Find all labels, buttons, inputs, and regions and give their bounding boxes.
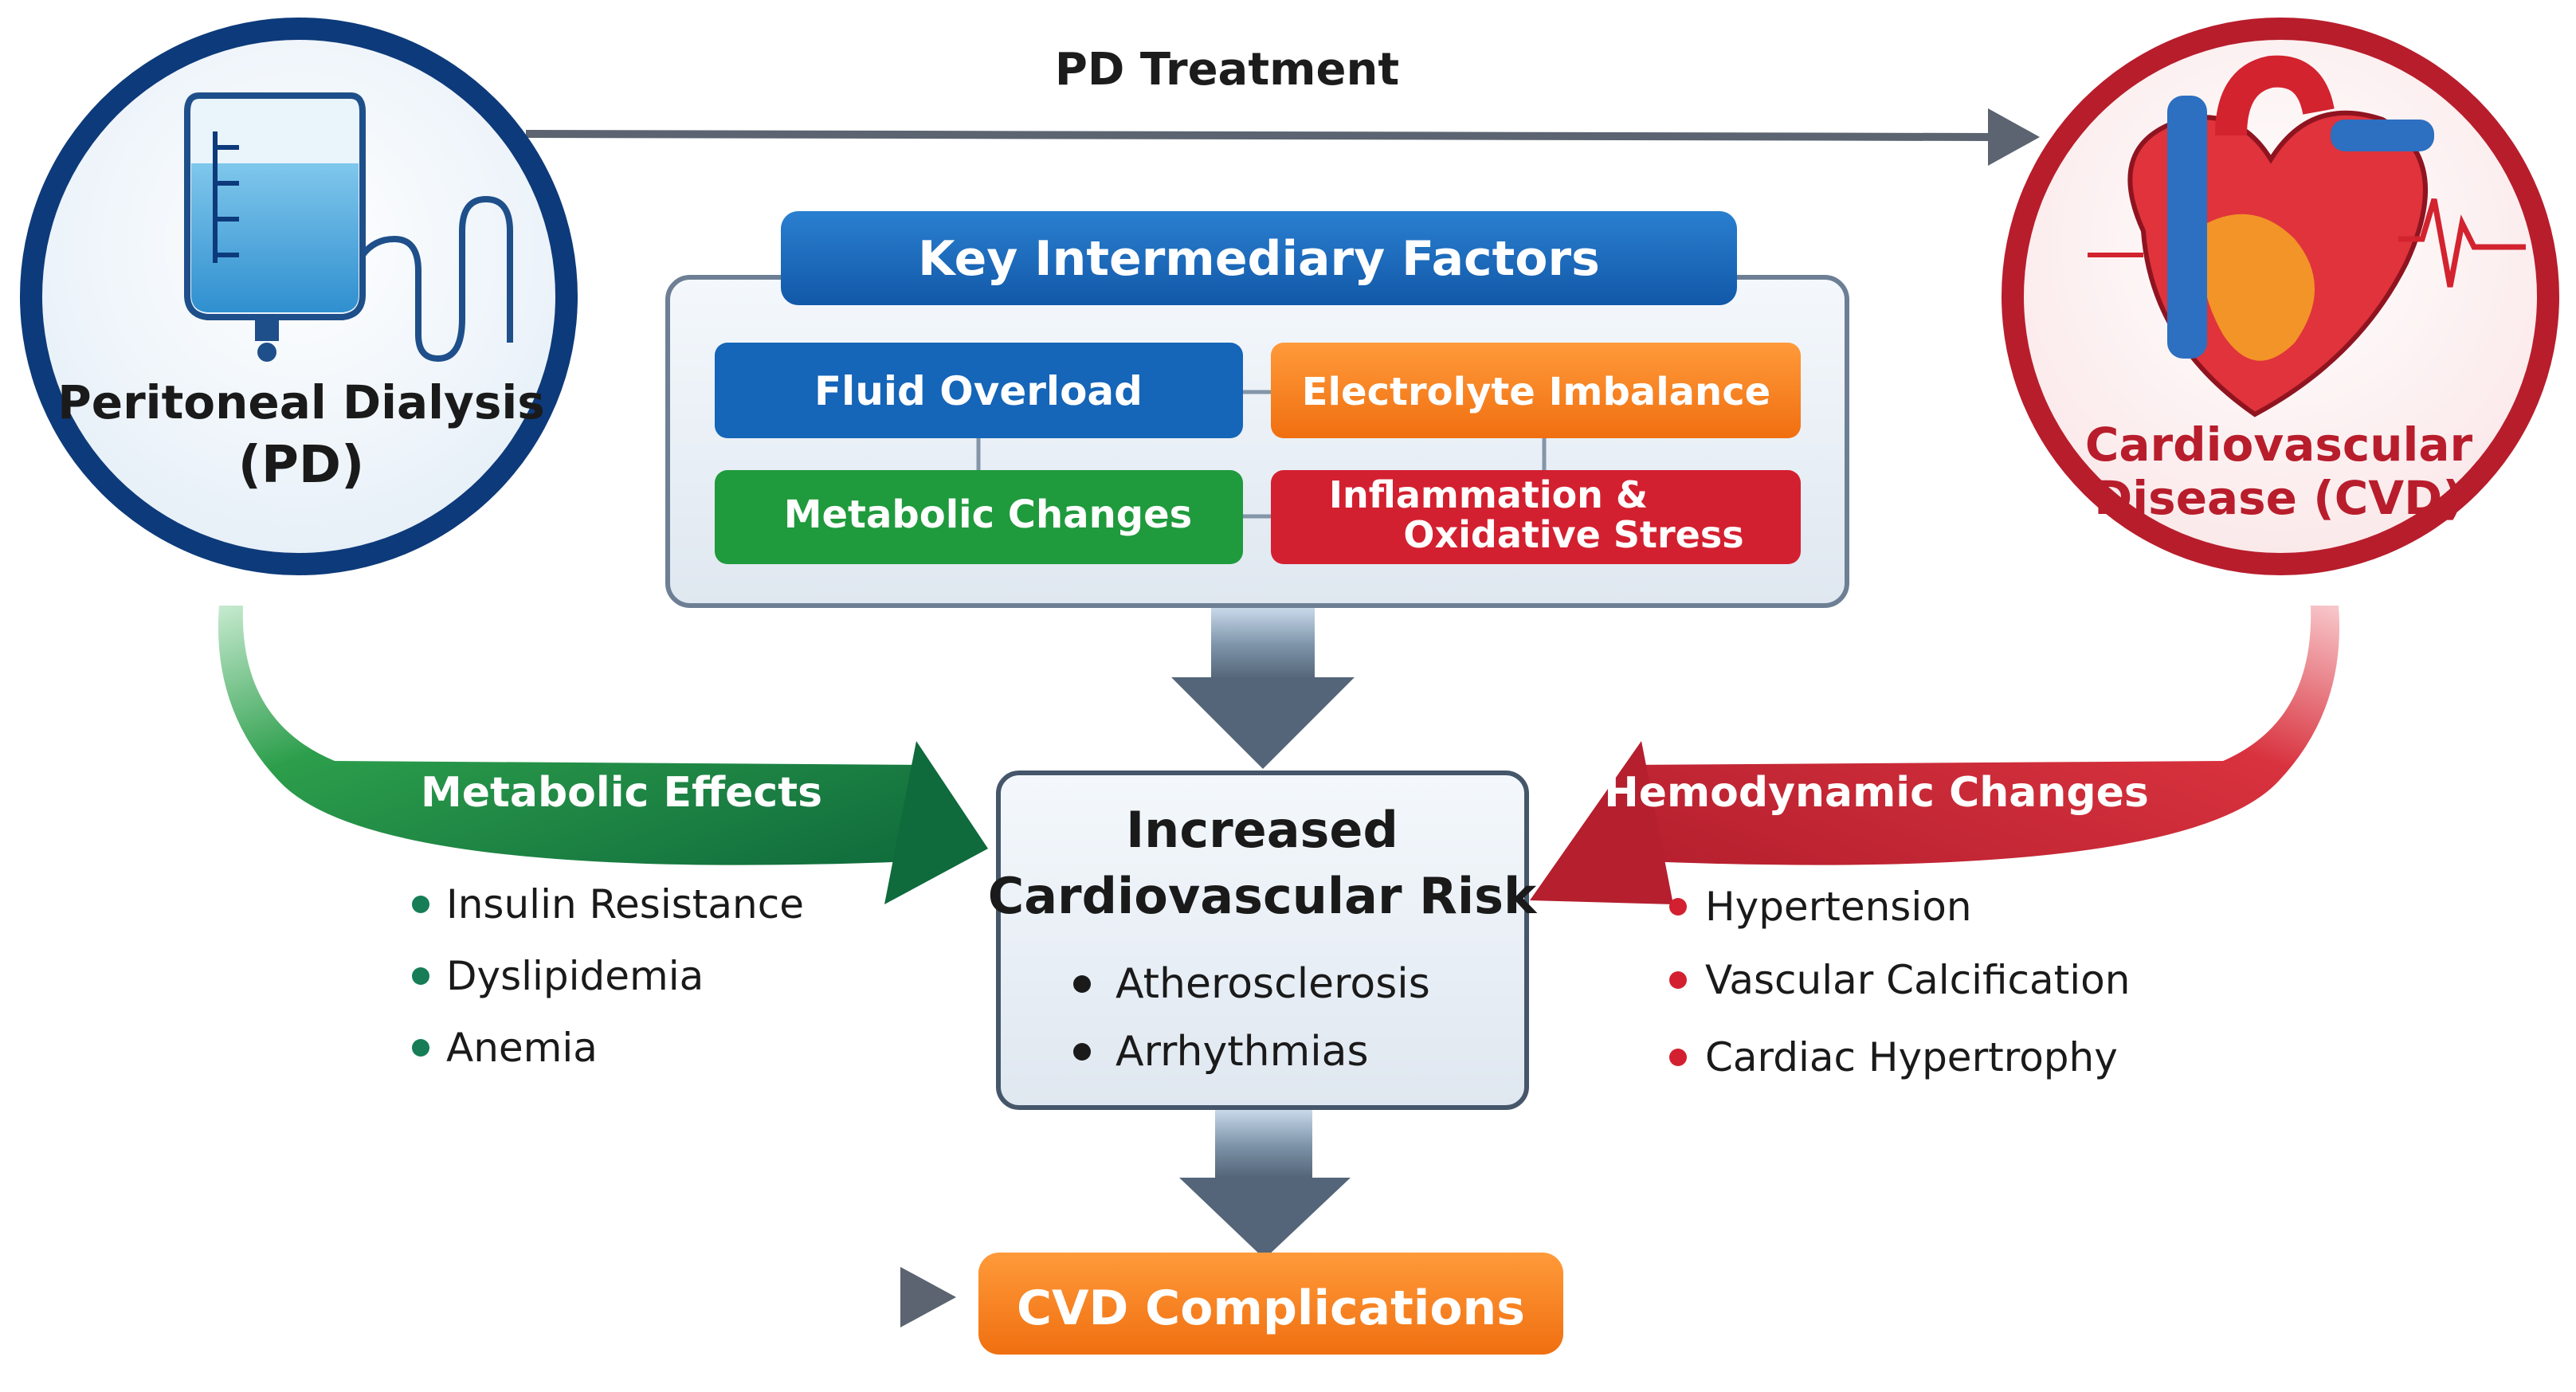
electrolyte-imbalance-label: Electrolyte Imbalance [1302, 370, 1770, 414]
key-factors-title: Key Intermediary Factors [918, 231, 1600, 287]
cvd-complications-box [978, 1253, 1563, 1355]
fluid-overload-label: Fluid Overload [814, 368, 1143, 414]
incoming-arrow-left [526, 1267, 956, 1327]
hemodynamic-item-calcification: Vascular Calcification [1705, 957, 2130, 1003]
bullet [1669, 1049, 1687, 1066]
bullet [1669, 971, 1687, 989]
risk-item-arrhythmias: Arrhythmias [1115, 1028, 1369, 1076]
bullet [1669, 898, 1687, 916]
metabolic-item-anemia: Anemia [446, 1025, 598, 1071]
pd-treatment-label: PD Treatment [1055, 44, 1399, 96]
cvd-circle-line2: Disease (CVD) [2094, 471, 2464, 525]
dialysis-bag-icon [184, 92, 513, 363]
inflammation-box [1271, 470, 1801, 564]
inflammation-label-line1: Inflammation & [1329, 473, 1648, 516]
pd-circle-line2: (PD) [238, 436, 365, 495]
hemodynamic-item-hypertrophy: Cardiac Hypertrophy [1705, 1034, 2118, 1080]
heart-icon [2088, 55, 2526, 418]
metabolic-changes-box [715, 470, 1243, 564]
hemodynamic-changes-arrow [1530, 606, 2340, 904]
metabolic-item-dyslipidemia: Dyslipidemia [446, 953, 704, 999]
metabolic-changes-label: Metabolic Changes [784, 492, 1193, 537]
hemodynamic-item-hypertension: Hypertension [1705, 884, 1972, 930]
bullet [412, 967, 429, 985]
risk-item-atherosclerosis: Atherosclerosis [1115, 960, 1430, 1008]
pd-circle-line1: Peritoneal Dialysis [57, 375, 545, 429]
bullet [412, 896, 429, 913]
bullet [1073, 975, 1091, 993]
cvd-complications-label: CVD Complications [1017, 1280, 1525, 1336]
electrolyte-imbalance-box [1271, 343, 1801, 438]
hemodynamic-changes-title: Hemodynamic Changes [1604, 769, 2149, 817]
key-factors-title-bar [781, 211, 1737, 305]
fluid-overload-box [715, 343, 1243, 438]
metabolic-effects-arrow [218, 606, 988, 904]
risk-title-line2: Cardiovascular Risk [988, 867, 1538, 925]
down-arrow-to-risk [1171, 608, 1355, 769]
pd-treatment-arrow [525, 108, 2040, 166]
cvd-circle-line1: Cardiovascular [2085, 418, 2473, 472]
inflammation-label-line2: Oxidative Stress [1403, 513, 1743, 556]
metabolic-item-insulin: Insulin Resistance [446, 881, 804, 927]
bullet [1073, 1043, 1091, 1061]
bullet [412, 1039, 429, 1057]
down-arrow-to-complications [1179, 1110, 1351, 1259]
risk-title-line1: Increased [1126, 801, 1398, 859]
risk-box [996, 771, 1529, 1110]
metabolic-effects-title: Metabolic Effects [421, 769, 822, 817]
